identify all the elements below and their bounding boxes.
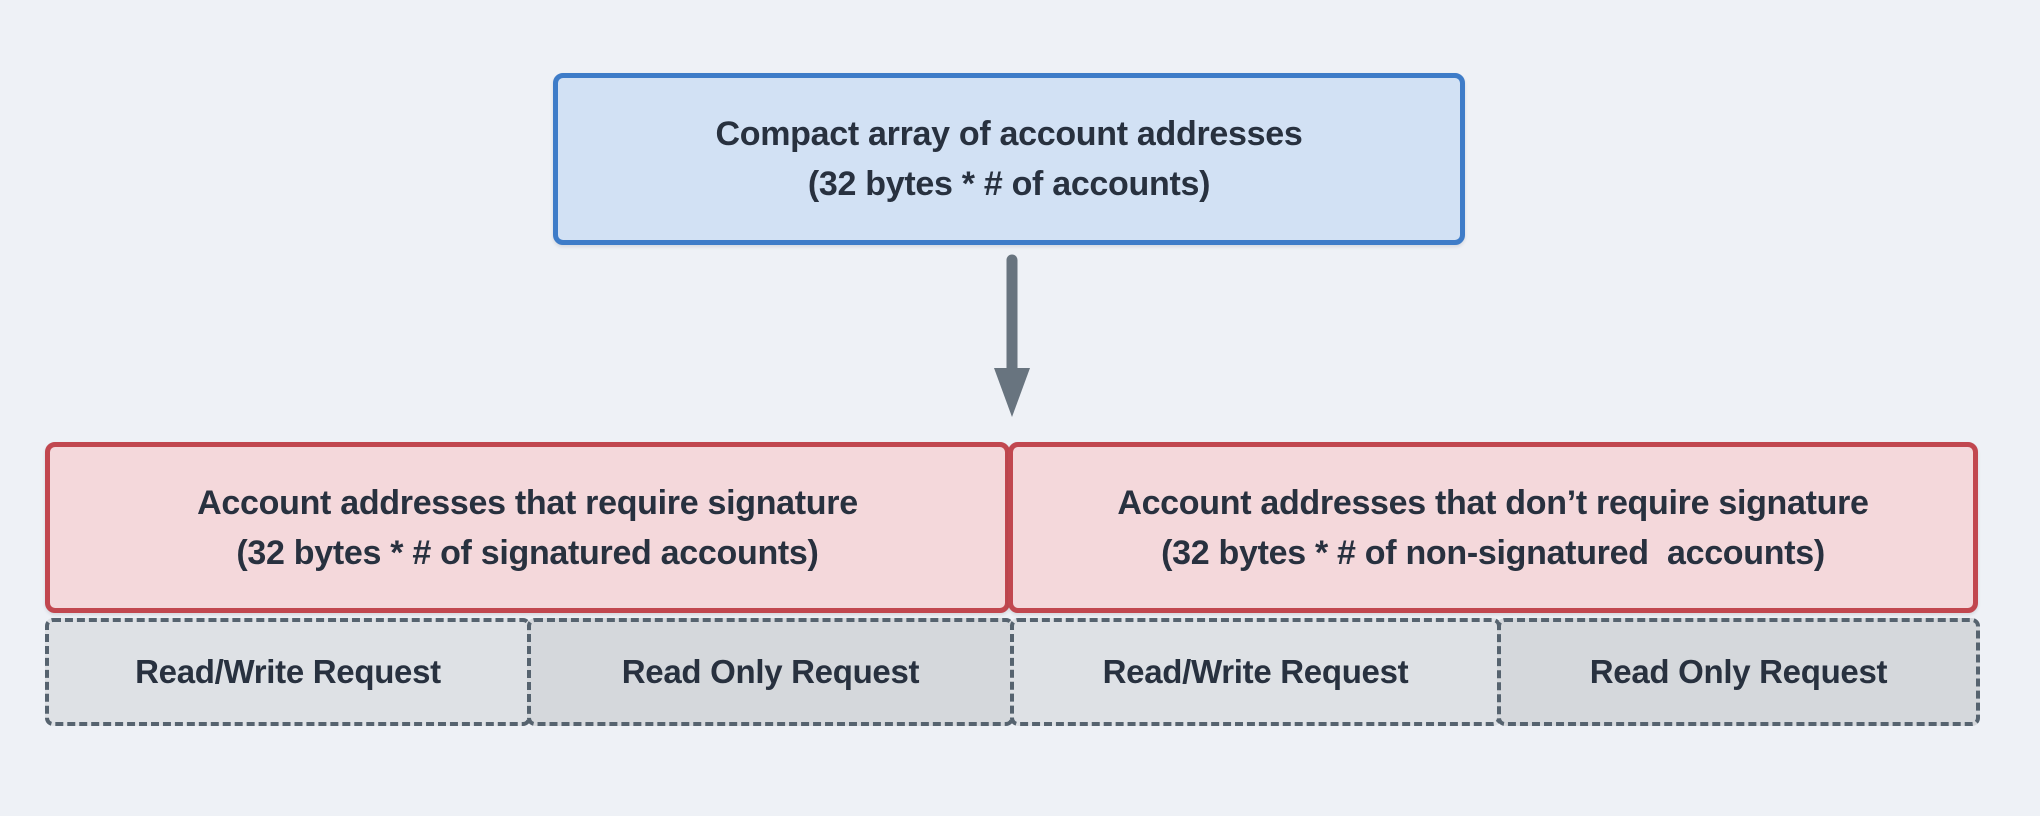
- no-signature-accounts-box: Account addresses that don’t require sig…: [1008, 442, 1978, 613]
- compact-array-line1: Compact array of account addresses: [715, 115, 1303, 153]
- request-box-label: Read Only Request: [621, 653, 920, 690]
- request-box-label: Read/Write Request: [1102, 653, 1409, 690]
- signature-accounts-box: Account addresses that require signature…: [45, 442, 1010, 613]
- request-box-label: Read/Write Request: [135, 653, 441, 690]
- no-signature-accounts-line1: Account addresses that don’t require sig…: [1117, 483, 1869, 522]
- signature-accounts-line2: (32 bytes * # of signatured accounts): [236, 533, 819, 572]
- request-box-read-write-2: Read/Write Request: [1010, 618, 1501, 726]
- request-box-read-only-2: Read Only Request: [1497, 618, 1980, 726]
- no-signature-accounts-line2: (32 bytes * # of non-signatured accounts…: [1161, 533, 1825, 572]
- compact-array-line2: (32 bytes * # of accounts): [807, 165, 1211, 203]
- compact-array-box: Compact array of account addresses (32 b…: [553, 73, 1465, 245]
- signature-accounts-line1: Account addresses that require signature: [197, 483, 858, 522]
- request-box-label: Read Only Request: [1589, 653, 1888, 690]
- request-box-read-write-1: Read/Write Request: [45, 618, 531, 726]
- request-box-read-only-1: Read Only Request: [527, 618, 1014, 726]
- down-arrow-icon: [994, 254, 1030, 417]
